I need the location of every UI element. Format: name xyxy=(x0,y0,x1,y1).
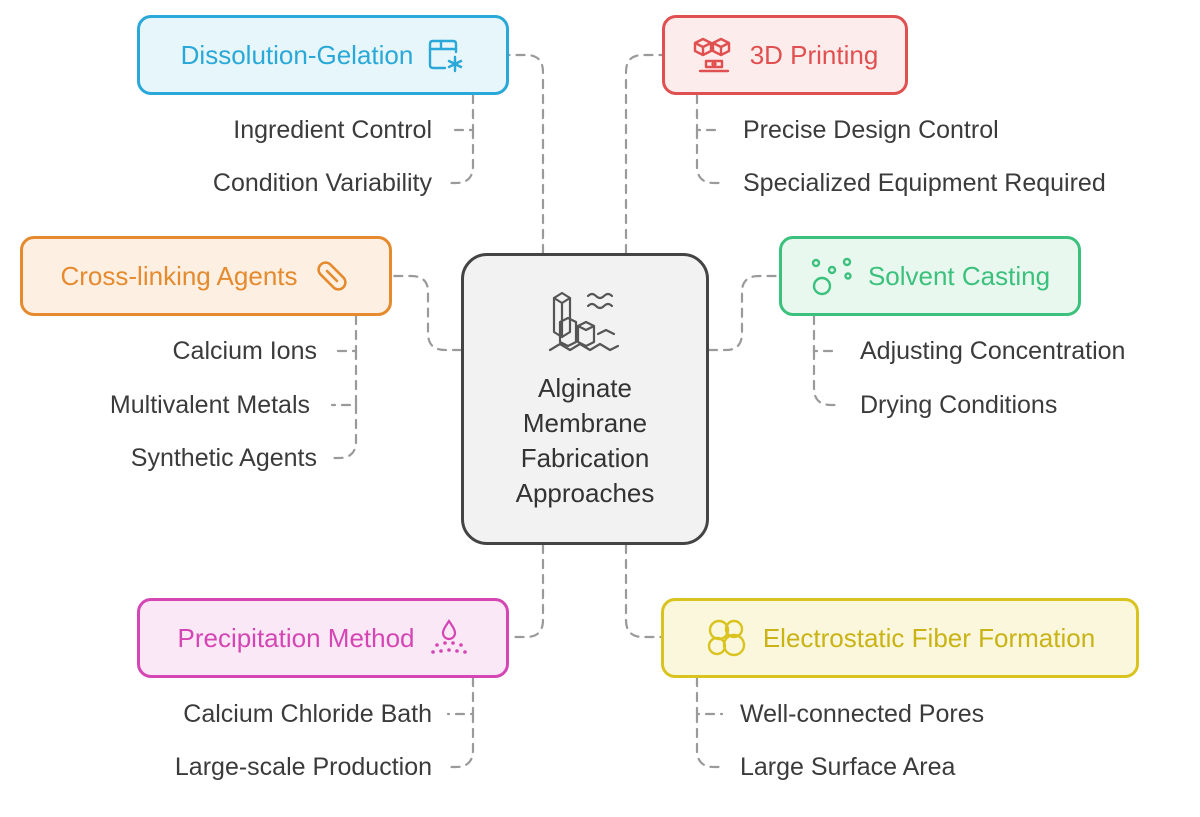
node-label: Solvent Casting xyxy=(867,260,1051,291)
leaf-adjusting-concentration: Adjusting Concentration xyxy=(860,337,1126,365)
center-node: Alginate Membrane Fabrication Approaches xyxy=(461,253,709,545)
node-label: Dissolution-Gelation xyxy=(180,39,414,70)
droplet-spray-icon xyxy=(429,618,469,658)
node-3d-printing: 3D Printing xyxy=(662,15,908,95)
connector-electrostatic xyxy=(624,543,663,639)
leaf-calcium-chloride-bath: Calcium Chloride Bath xyxy=(183,700,432,728)
node-dissolution-gelation: Dissolution-Gelation xyxy=(137,15,509,95)
node-solvent-casting: Solvent Casting xyxy=(779,236,1081,316)
membrane-structure-icon xyxy=(548,288,622,363)
node-cross-linking-agents: Cross-linking Agents xyxy=(20,236,392,316)
connector-precipitation xyxy=(507,543,545,639)
capsule-icon xyxy=(312,256,352,296)
leaf-well-connected-pores: Well-connected Pores xyxy=(740,700,985,728)
leaf-large-scale-production: Large-scale Production xyxy=(174,753,432,781)
node-electrostatic-fiber-formation: Electrostatic Fiber Formation xyxy=(661,598,1139,678)
node-precipitation-method: Precipitation Method xyxy=(137,598,509,678)
leaf-large-surface-area: Large Surface Area xyxy=(740,753,956,781)
connector-dissolution xyxy=(507,53,545,255)
leaf-specialized-equipment: Specialized Equipment Required xyxy=(743,169,1106,197)
connector-printing xyxy=(624,53,664,255)
leaf-drying-conditions: Drying Conditions xyxy=(860,391,1058,419)
connector-solvent xyxy=(707,274,781,352)
fiber-cluster-icon xyxy=(705,617,749,659)
bubbles-icon xyxy=(810,256,854,296)
center-title: Alginate Membrane Fabrication Approaches xyxy=(515,372,655,508)
node-label: Precipitation Method xyxy=(177,622,415,653)
leaf-multivalent-metals: Multivalent Metals xyxy=(109,391,310,419)
connector-crosslinking xyxy=(390,274,463,352)
leaf-synthetic-agents: Synthetic Agents xyxy=(130,444,317,472)
node-label: Electrostatic Fiber Formation xyxy=(762,622,1096,653)
node-label: Cross-linking Agents xyxy=(60,260,298,291)
leaf-precise-design-control: Precise Design Control xyxy=(743,116,999,144)
3d-printer-icon xyxy=(692,35,736,75)
leaf-calcium-ions: Calcium Ions xyxy=(172,337,318,365)
node-label: 3D Printing xyxy=(749,39,879,70)
leaf-condition-variability: Condition Variability xyxy=(212,169,432,197)
leaf-ingredient-control: Ingredient Control xyxy=(233,116,432,144)
box-snowflake-icon xyxy=(427,36,465,74)
